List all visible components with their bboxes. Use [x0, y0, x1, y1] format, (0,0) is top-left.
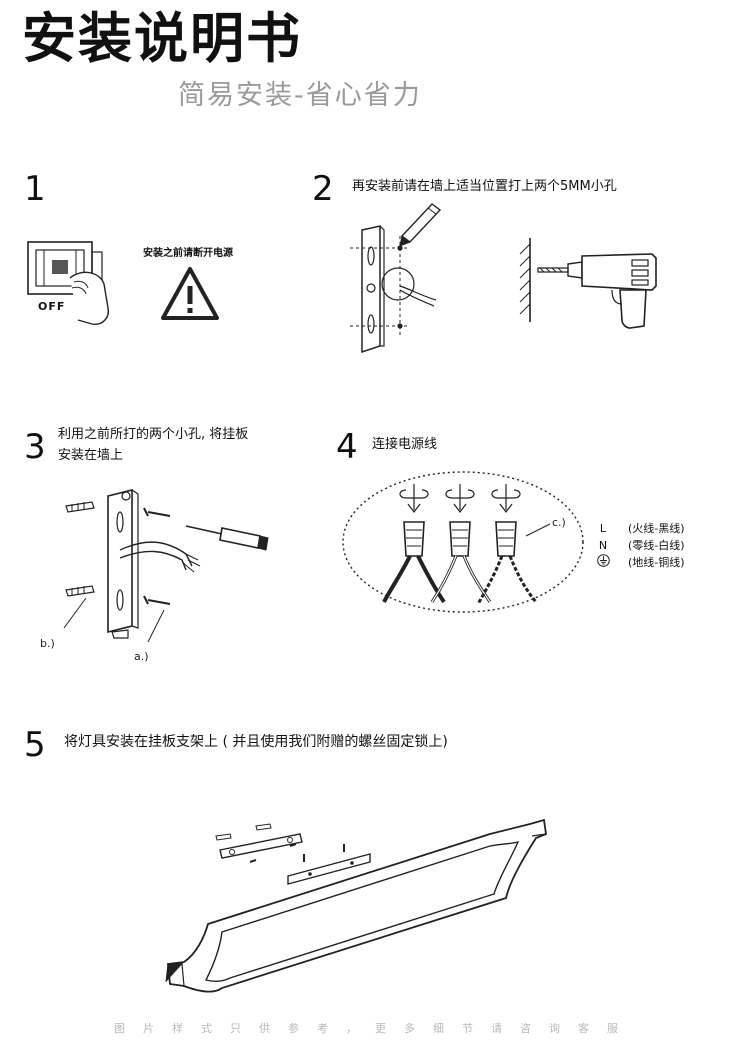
step-1-number: 1 — [24, 169, 46, 209]
legend-row-live: L (火线-黑线) — [592, 520, 702, 537]
step-2-text: 再安装前请在墙上适当位置打上两个5MM小孔 — [352, 179, 617, 194]
step-5-text: 将灯具安装在挂板支架上 ( 并且使用我们附赠的螺丝固定锁上) — [64, 734, 448, 750]
step-3-text-line1: 利用之前所打的两个小孔, 将挂板 — [58, 427, 249, 442]
step-2-number: 2 — [312, 169, 334, 209]
footer-note: 图片样式只供参考，更多细节请咨询客服 — [114, 1022, 636, 1035]
electric-drill-icon — [537, 253, 657, 329]
legend-row-neutral: N (零线-白线) — [592, 537, 702, 554]
wire-connection-icon — [342, 471, 584, 613]
step-1-warning-text: 安装之前请断开电源 — [143, 248, 233, 259]
wall-hatch-icon — [519, 238, 531, 322]
label-a: a.) — [134, 650, 149, 663]
warning-triangle-icon — [161, 267, 219, 320]
label-b: b.) — [40, 637, 55, 650]
lamp-mounting-icon — [165, 818, 547, 993]
page-title: 安装说明书 — [22, 7, 302, 70]
legend-row-ground: (地线-铜线) — [592, 554, 702, 571]
switch-off-label: OFF — [38, 300, 66, 313]
ground-icon — [596, 554, 610, 567]
breaker-switch-icon — [27, 241, 109, 325]
label-c: c.) — [552, 516, 566, 529]
step-3-text-line2: 安装在墙上 — [58, 448, 124, 463]
legend-desc-ground: (地线-铜线) — [628, 556, 685, 569]
legend-desc-neutral: (零线-白线) — [628, 539, 685, 552]
step-3-number: 3 — [24, 427, 46, 467]
page-subtitle: 简易安装-省心省力 — [178, 80, 422, 111]
step-4-text: 连接电源线 — [372, 437, 438, 452]
legend-symbol-l: L — [599, 522, 607, 535]
step-4-number: 4 — [336, 427, 358, 467]
mounting-bracket-marking-icon — [350, 203, 442, 354]
legend-desc-live: (火线-黑线) — [628, 522, 685, 535]
legend-symbol-n: N — [598, 539, 608, 552]
step-5-number: 5 — [24, 725, 46, 765]
bracket-mounting-icon — [63, 488, 269, 643]
wire-legend: L (火线-黑线) N (零线-白线) (地线-铜线) — [592, 520, 702, 571]
